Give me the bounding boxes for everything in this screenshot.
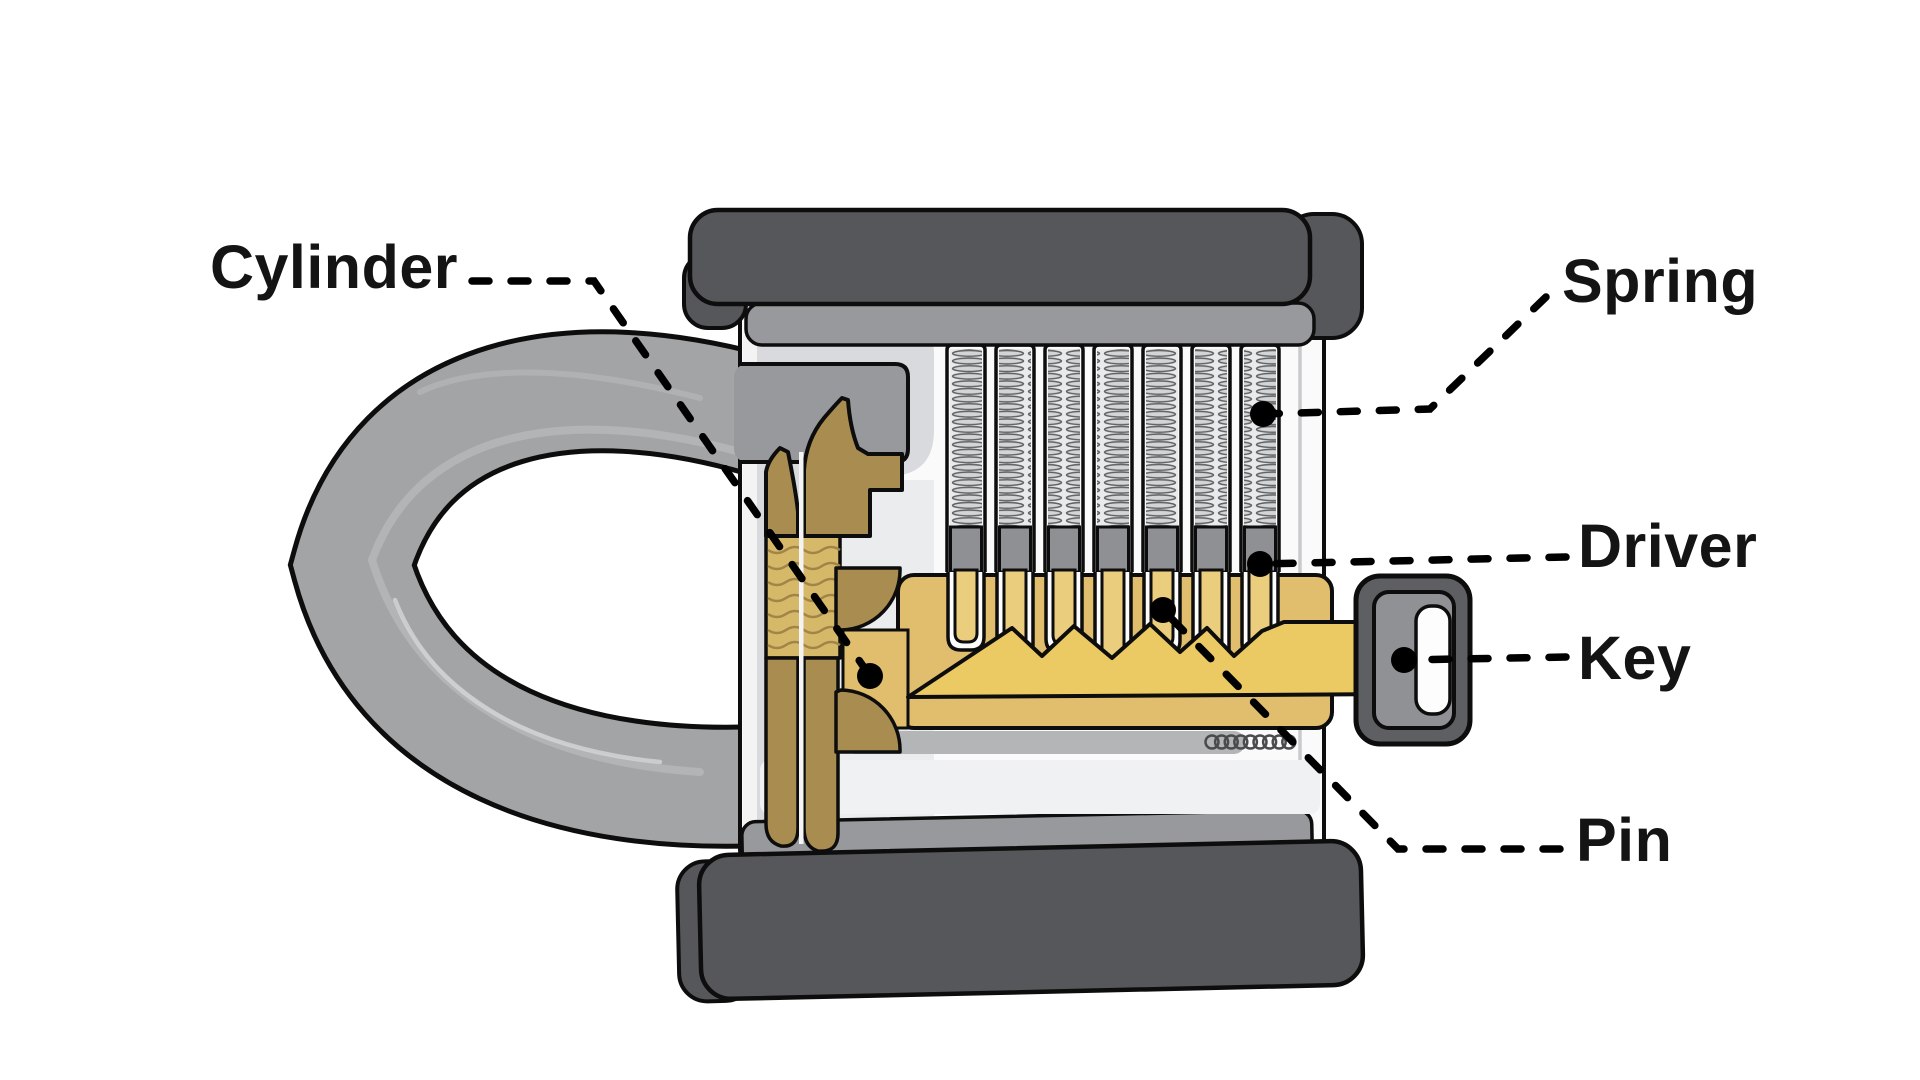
latch-prong-large xyxy=(802,396,904,538)
pin-chamber xyxy=(1092,343,1134,668)
latch-mechanism xyxy=(764,396,904,853)
spring-coil xyxy=(1097,349,1129,527)
driver-pin xyxy=(1047,525,1081,574)
driver-pin xyxy=(1194,525,1228,574)
shackle-highlight-2 xyxy=(392,597,663,765)
pin-chamber xyxy=(1239,343,1281,658)
latch-leg-left xyxy=(764,656,800,848)
shackle xyxy=(287,329,780,849)
spring-coil xyxy=(1146,349,1178,527)
coil-ring xyxy=(1204,734,1220,750)
pin-label: Pin xyxy=(1576,806,1672,874)
coil-ring xyxy=(1252,734,1268,750)
driver-pin xyxy=(1145,525,1179,574)
spring-coil xyxy=(1244,349,1276,527)
cylinder-label: Cylinder xyxy=(210,233,458,301)
cylinder-leader-line xyxy=(468,277,874,680)
pin-chambers xyxy=(945,343,1281,670)
latch-leg-right xyxy=(802,656,840,853)
lower-mechanism-slot xyxy=(760,731,1320,814)
driver-leader-line xyxy=(1256,553,1570,568)
key-leader-line xyxy=(1400,653,1570,664)
driver-pin xyxy=(949,525,983,574)
pin-leader-line xyxy=(1159,606,1564,853)
spring-coil xyxy=(1048,349,1080,527)
spring-coil xyxy=(1195,349,1227,527)
key-anchor-dot xyxy=(1391,647,1417,673)
prong-gap xyxy=(799,452,804,844)
spring-leader-line xyxy=(1259,293,1550,418)
key-pin xyxy=(953,568,979,644)
key-label: Key xyxy=(1578,624,1691,692)
coil-ring xyxy=(1261,734,1278,750)
spring-label: Spring xyxy=(1562,247,1758,315)
pin-chamber xyxy=(945,343,987,652)
pin-chamber xyxy=(1190,343,1232,670)
shackle-highlight-3 xyxy=(417,369,703,401)
coil-ring xyxy=(1223,734,1239,750)
pin-chamber xyxy=(1043,343,1085,654)
key-pin xyxy=(1100,568,1126,660)
coil-ring xyxy=(1213,734,1230,750)
pin-anchor-dot xyxy=(1150,597,1176,623)
spring-coil xyxy=(999,349,1031,527)
top-cap xyxy=(682,207,1364,347)
latch-spring-coil xyxy=(1204,734,1297,750)
spring-coil xyxy=(950,349,982,527)
spring-anchor-dot xyxy=(1250,401,1276,427)
driver-pin xyxy=(998,525,1032,574)
coil-ring xyxy=(1242,734,1259,750)
cam-upper xyxy=(834,566,902,632)
coil-ring xyxy=(1271,734,1287,750)
coil-ring xyxy=(1233,734,1249,750)
driver-pin xyxy=(1096,525,1130,574)
pin-chamber xyxy=(994,343,1036,660)
driver-label: Driver xyxy=(1578,512,1757,580)
cylinder-anchor-dot xyxy=(857,663,883,689)
bottom-cap xyxy=(675,838,1366,1004)
latch-prong-small xyxy=(764,446,800,538)
shackle-highlight xyxy=(367,425,744,776)
cam-lower xyxy=(834,688,902,754)
driver-anchor-dot xyxy=(1247,551,1273,577)
top-band xyxy=(744,301,1316,347)
